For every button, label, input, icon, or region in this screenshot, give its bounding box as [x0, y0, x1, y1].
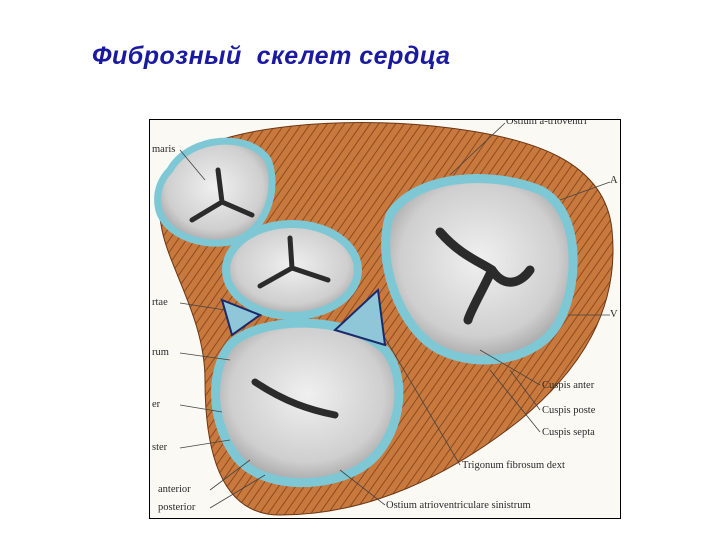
label-cuspis-posterior: Cuspis poste — [542, 405, 596, 416]
aortic-valve — [222, 220, 362, 320]
label-er: er — [152, 399, 161, 410]
label-rum: rum — [152, 347, 169, 358]
label-a: A — [610, 175, 618, 186]
heart-illustration-svg — [154, 122, 614, 516]
tricuspid-valve — [381, 174, 578, 365]
label-cuspis-septalis: Cuspis septa — [542, 427, 595, 438]
label-rtae: rtae — [152, 297, 168, 308]
label-ostium-atrioventriculare-sinistrum: Ostium atrioventriculare sinistrum — [386, 500, 531, 511]
right-fibrous-trigone — [333, 287, 387, 347]
slide-title: Фиброзный скелет сердца — [92, 42, 451, 70]
left-fibrous-trigone — [220, 298, 263, 337]
label-cuspis-anterior: Cuspis anter — [542, 380, 595, 391]
label-ostium-atrioventriculare-dextrum: Ostium a-trioventri — [506, 119, 587, 127]
heart-fibrous-skeleton-illustration: Ostium a-trioventri A maris rtae V rum C… — [149, 119, 621, 519]
mitral-valve — [211, 318, 404, 488]
leader-lines — [179, 122, 611, 509]
label-anterior: anterior — [158, 484, 191, 495]
label-v: V — [610, 309, 618, 320]
label-posterior: posterior — [158, 502, 196, 513]
label-ster: ster — [152, 442, 168, 453]
label-trigonum-fibrosum-dextrum: Trigonum fibrosum dext — [462, 460, 565, 471]
label-maris: maris — [152, 144, 176, 155]
